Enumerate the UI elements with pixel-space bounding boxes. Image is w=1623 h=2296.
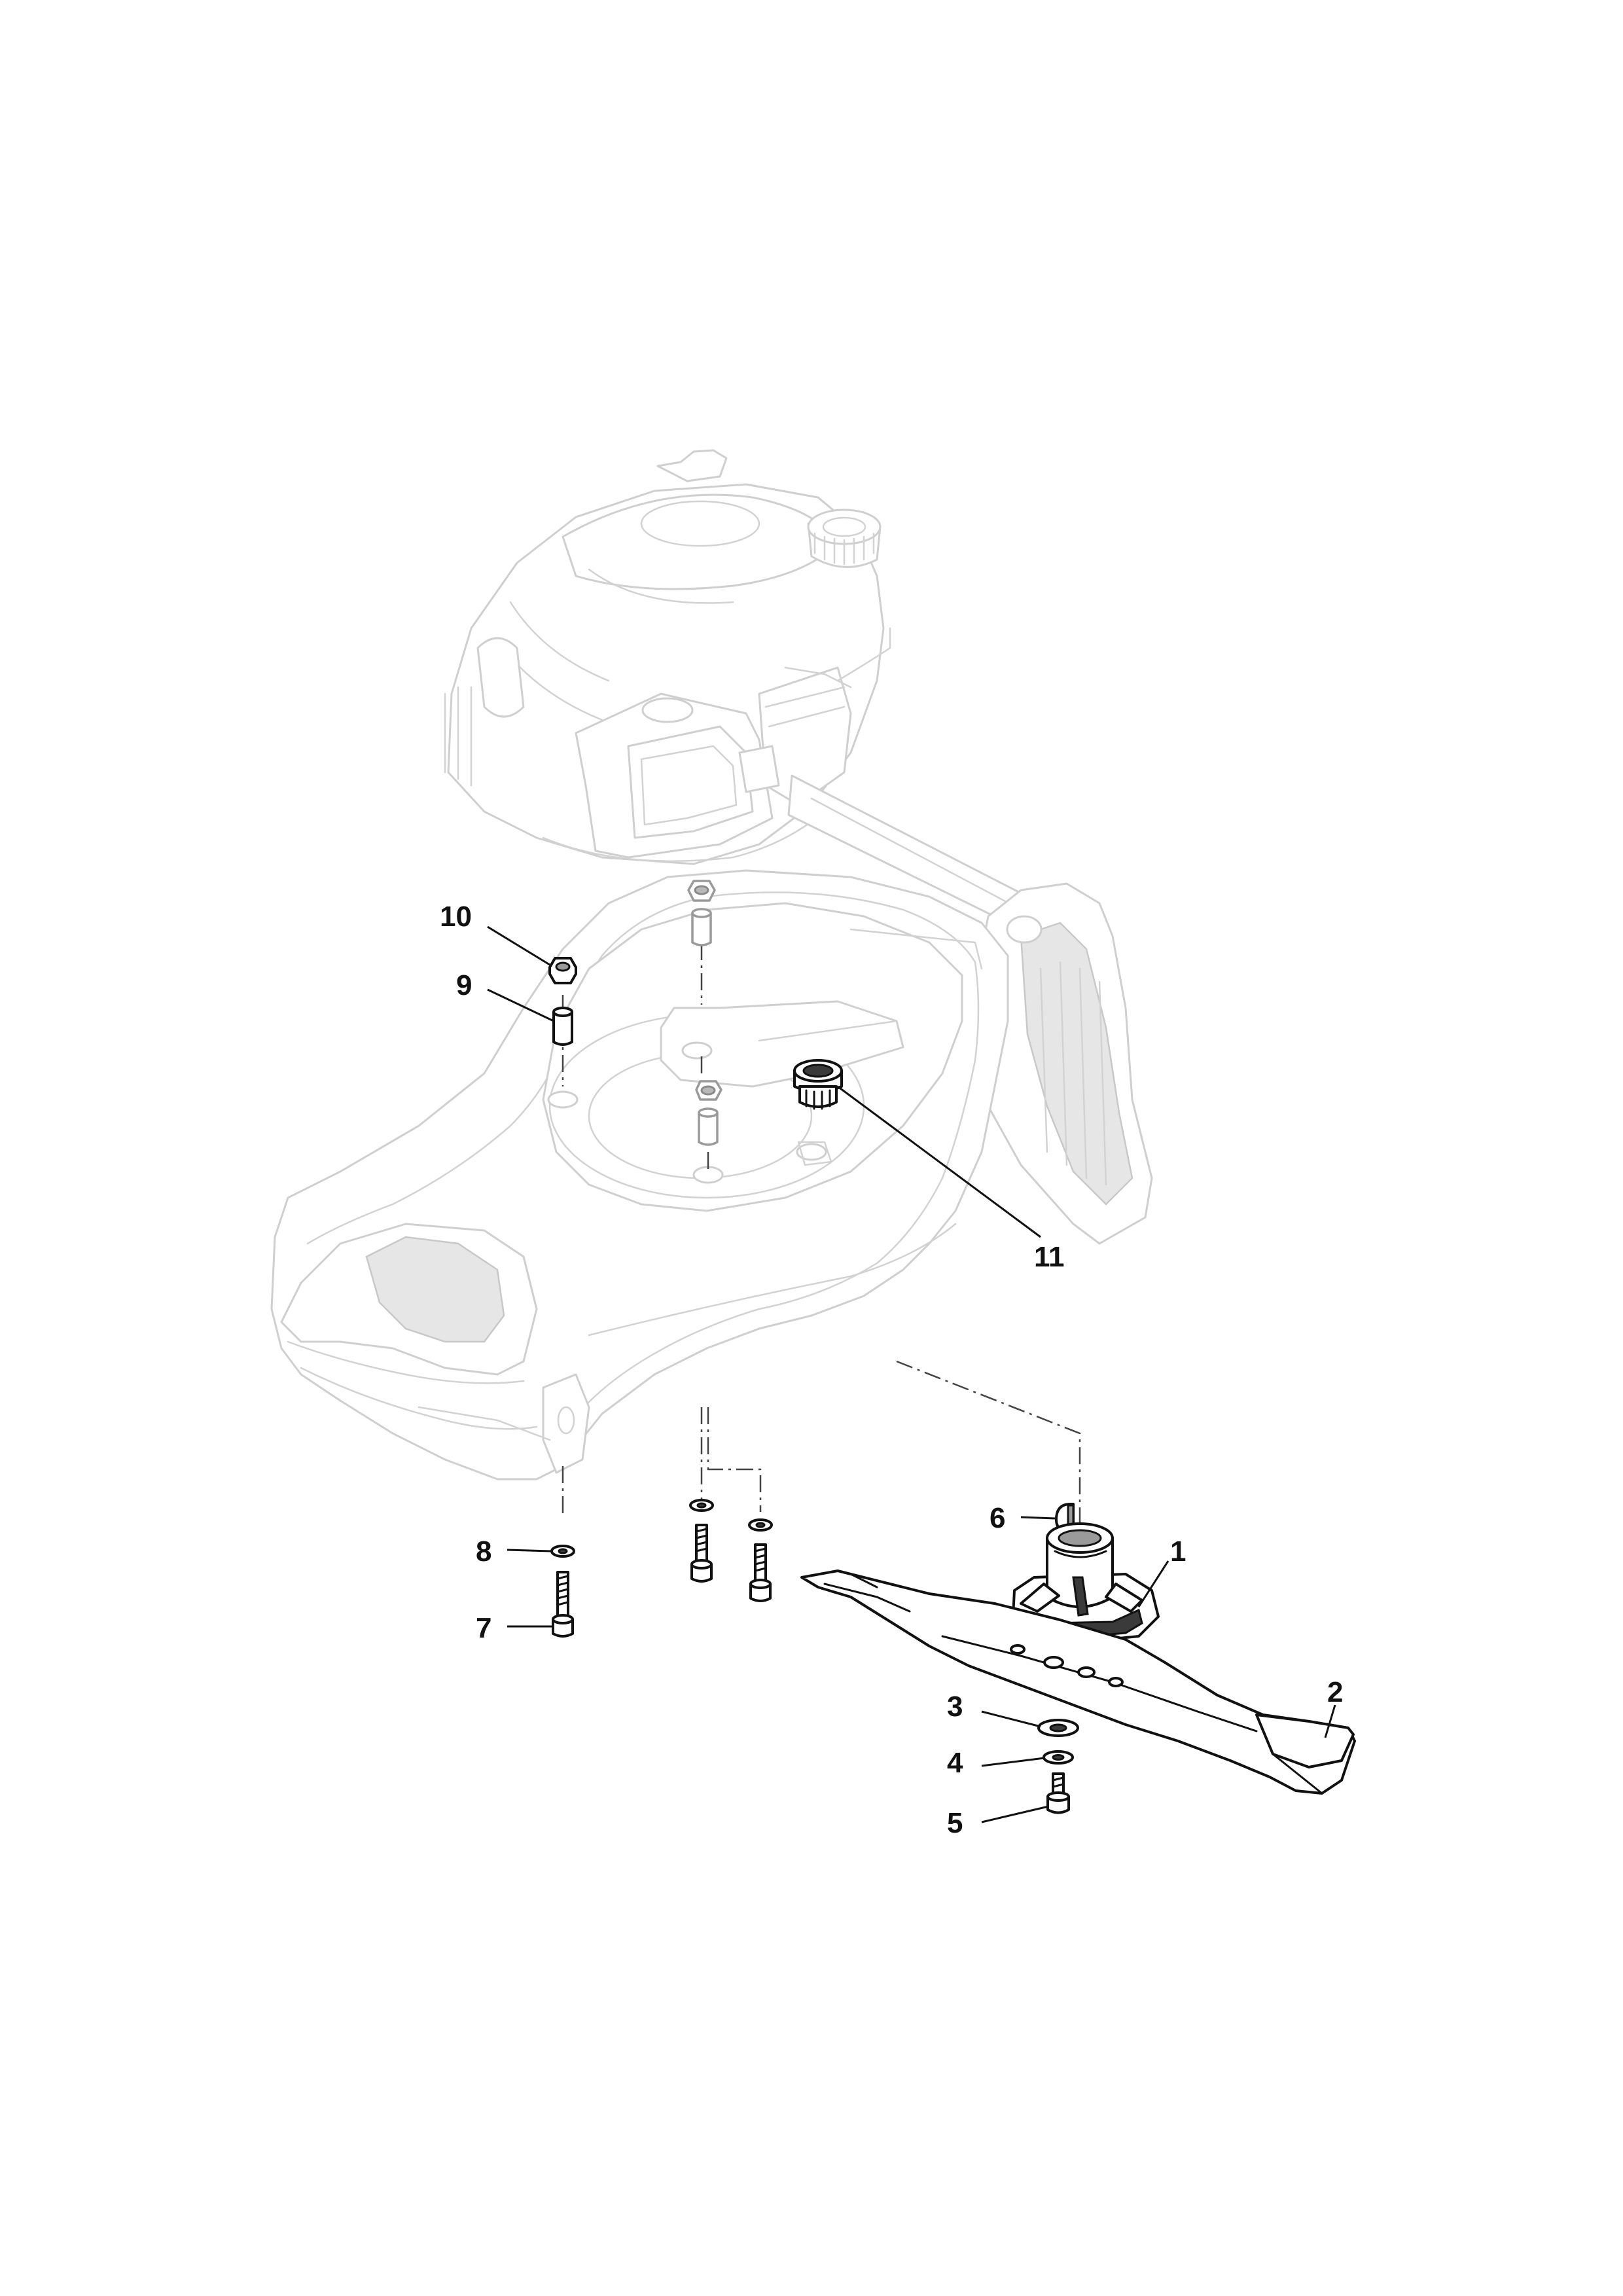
part-3-washer bbox=[1037, 1719, 1079, 1737]
part-10-nut bbox=[548, 957, 577, 984]
engine-ghost bbox=[444, 449, 891, 865]
part-11-collar bbox=[793, 1059, 843, 1110]
callout-7: 7 bbox=[476, 1612, 491, 1644]
center-washer-right bbox=[748, 1518, 773, 1532]
part-4-washer bbox=[1043, 1750, 1074, 1765]
callout-8: 8 bbox=[476, 1535, 491, 1568]
engine-spacer-middle bbox=[698, 1107, 719, 1146]
callout-1: 1 bbox=[1170, 1535, 1186, 1568]
part-8-washer bbox=[550, 1545, 575, 1558]
deck-fasteners bbox=[687, 880, 722, 1146]
leader-4 bbox=[981, 1757, 1045, 1767]
engine-nut-rear bbox=[687, 880, 716, 902]
leader-11 bbox=[837, 1085, 1041, 1238]
callout-labels: 1 2 3 4 5 6 7 8 9 10 11 bbox=[440, 901, 1343, 1839]
callout-3: 3 bbox=[947, 1691, 963, 1723]
leader-6 bbox=[1020, 1516, 1056, 1520]
part-7-bolt bbox=[552, 1571, 574, 1638]
callout-10: 10 bbox=[440, 901, 472, 933]
leader-8 bbox=[507, 1549, 552, 1552]
callout-9: 9 bbox=[456, 969, 472, 1001]
callout-5: 5 bbox=[947, 1807, 963, 1839]
part-2-blade bbox=[800, 1570, 1356, 1795]
leader-2 bbox=[1324, 1704, 1336, 1738]
deck-ghost bbox=[270, 774, 1153, 1480]
engine-nut-middle bbox=[695, 1080, 722, 1101]
leader-5 bbox=[981, 1805, 1049, 1823]
leader-3 bbox=[981, 1710, 1041, 1728]
engine-spacer-rear bbox=[691, 908, 712, 946]
callout-4: 4 bbox=[947, 1747, 963, 1779]
callout-2: 2 bbox=[1327, 1676, 1343, 1708]
leader-1 bbox=[1137, 1560, 1169, 1607]
center-bolt-right bbox=[749, 1543, 772, 1602]
leader-lines bbox=[487, 925, 1336, 1823]
leader-10 bbox=[487, 925, 550, 966]
center-bolt-left bbox=[690, 1524, 713, 1583]
center-washer-left bbox=[689, 1499, 714, 1512]
leader-9 bbox=[487, 988, 554, 1022]
callout-11: 11 bbox=[1034, 1241, 1065, 1273]
part-9-spacer bbox=[552, 1007, 573, 1046]
part-5-bolt bbox=[1046, 1772, 1070, 1814]
callout-6: 6 bbox=[990, 1502, 1005, 1534]
